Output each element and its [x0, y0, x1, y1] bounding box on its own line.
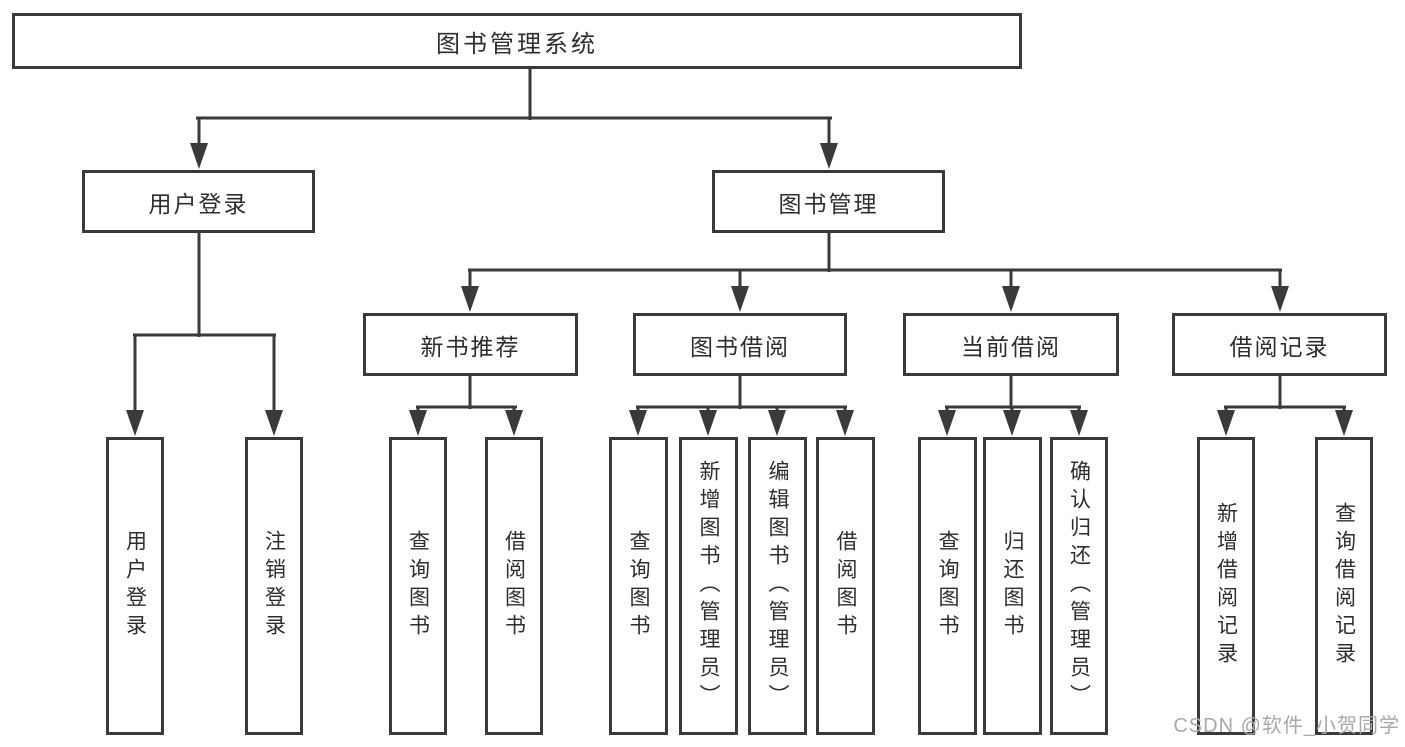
node-new-book-recommendation: 新书推荐 — [363, 313, 578, 376]
node-user-login: 用户登录 — [82, 170, 315, 233]
arrowhead-icon — [1002, 286, 1020, 312]
node-borrow-books-recommend: 借阅图书 — [485, 437, 543, 735]
arrowhead-icon — [409, 410, 427, 436]
arrowhead-icon — [820, 143, 838, 169]
node-label: 查询图书 — [406, 530, 430, 642]
arrowhead-icon — [836, 410, 854, 436]
node-current-borrowing: 当前借阅 — [903, 313, 1119, 376]
arrowhead-icon — [1271, 286, 1289, 312]
arrowhead-icon — [126, 410, 144, 436]
node-label: 查询借阅记录 — [1332, 502, 1356, 670]
node-add-books-admin: 新增图书（管理员） — [679, 437, 738, 735]
arrowhead-icon — [505, 410, 523, 436]
node-borrowing-records: 借阅记录 — [1172, 313, 1387, 376]
node-book-borrowing: 图书借阅 — [633, 313, 847, 376]
node-label: 查询图书 — [627, 530, 650, 642]
node-label: 确认归还（管理员） — [1067, 460, 1091, 712]
arrowhead-icon — [461, 286, 479, 312]
node-query-borrow-record: 查询借阅记录 — [1315, 437, 1373, 735]
node-label: 注销登录 — [262, 530, 286, 642]
node-edit-books-admin: 编辑图书（管理员） — [748, 437, 807, 735]
watermark: CSDN @软件_小贺同学 — [1173, 715, 1400, 737]
arrowhead-icon — [265, 410, 283, 436]
node-label: 借阅图书 — [502, 530, 526, 642]
arrowhead-icon — [1217, 410, 1235, 436]
node-label: 新增图书（管理员） — [697, 460, 720, 712]
node-borrow-books-leaf: 借阅图书 — [816, 437, 875, 735]
node-library-management-system: 图书管理系统 — [12, 13, 1022, 69]
arrowhead-icon — [938, 410, 956, 436]
node-query-books-borrowing: 查询图书 — [609, 437, 668, 735]
node-book-management: 图书管理 — [712, 170, 945, 233]
arrowhead-icon — [190, 143, 208, 169]
node-confirm-return-admin: 确认归还（管理员） — [1050, 437, 1108, 735]
node-label: 新增借阅记录 — [1214, 502, 1238, 670]
node-label: 归还图书 — [1001, 530, 1024, 642]
node-user-login-leaf: 用户登录 — [106, 437, 164, 735]
node-return-books: 归还图书 — [983, 437, 1042, 735]
arrowhead-icon — [768, 410, 786, 436]
arrowhead-icon — [731, 286, 749, 312]
arrowhead-icon — [629, 410, 647, 436]
node-query-books-recommend: 查询图书 — [389, 437, 447, 735]
arrowhead-icon — [1335, 410, 1353, 436]
node-label: 借阅图书 — [834, 530, 857, 642]
node-query-books-current: 查询图书 — [918, 437, 977, 735]
node-logout-leaf: 注销登录 — [245, 437, 303, 735]
arrowhead-icon — [1003, 410, 1021, 436]
arrowhead-icon — [699, 410, 717, 436]
node-label: 用户登录 — [123, 530, 147, 642]
arrowhead-icon — [1070, 410, 1088, 436]
node-label: 编辑图书（管理员） — [766, 460, 789, 712]
node-label: 查询图书 — [936, 530, 959, 642]
node-add-borrow-record: 新增借阅记录 — [1197, 437, 1255, 735]
